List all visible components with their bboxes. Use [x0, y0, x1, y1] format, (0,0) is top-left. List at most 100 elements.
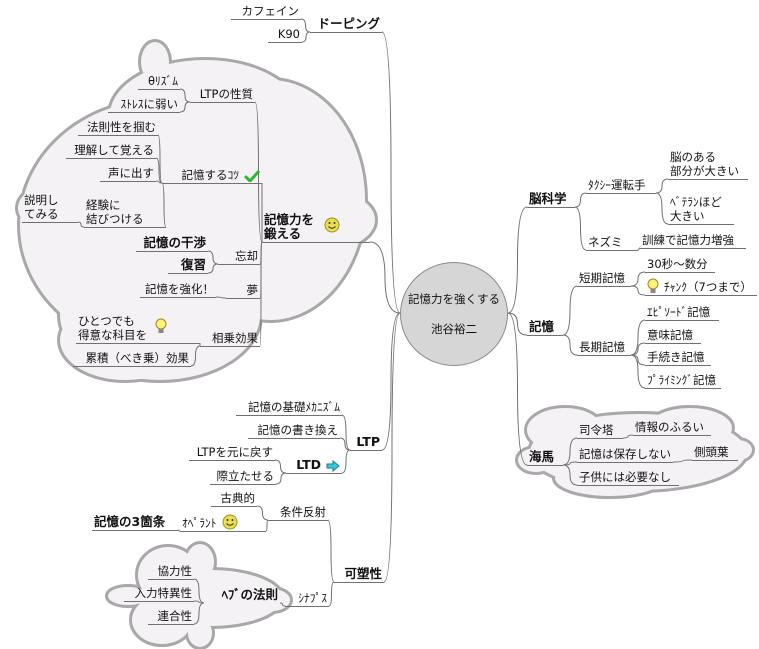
topic-grasp-rules[interactable]: 法則性を掴む [78, 120, 158, 136]
connector-chunk [630, 285, 646, 296]
topic-label: 経験に 結びつける [86, 198, 144, 226]
topic-label: 累積（べき乗）効果 [85, 351, 190, 365]
topic-say-aloud[interactable]: 声に出す [100, 166, 156, 182]
topic-training-boost[interactable]: 訓練で記憶力増強 [640, 233, 746, 249]
topic-label: LTPの性質 [199, 87, 253, 101]
topic-three-rules[interactable]: 記憶の3箇条 [92, 515, 178, 531]
smiley-icon [222, 514, 238, 530]
topic-basic-mechanism[interactable]: 記憶の基礎ﾒｶﾆｽﾞﾑ [236, 400, 342, 416]
connector-assoc [193, 602, 205, 625]
topic-one-subject[interactable]: ひとつでも 得意な科目を [76, 313, 200, 344]
connector-three [177, 529, 181, 532]
topic-input-specificity[interactable]: 入力特異性 [124, 586, 194, 602]
topic-does-not-store[interactable]: 記憶は保存しない [577, 447, 673, 463]
topic-label: ﾁｬﾝｸ（7つまで） [664, 280, 752, 294]
topic-procedural[interactable]: 手続き記憶 [645, 350, 711, 366]
topic-hippocampus[interactable]: 海馬 [527, 450, 563, 466]
topic-synapse[interactable]: ｼﾅﾌﾟｽ [285, 591, 329, 607]
topic-label: 記憶の干渉 [143, 235, 206, 250]
topic-dream[interactable]: 夢 [226, 283, 260, 299]
topic-review[interactable]: 復習 [168, 258, 208, 274]
connector-hippo [507, 312, 528, 466]
topic-label: 復習 [180, 257, 206, 272]
topic-interference[interactable]: 記憶の干渉 [136, 236, 208, 252]
topic-synergy[interactable]: 相乗効果 [200, 331, 260, 347]
topic-memory[interactable]: 記憶 [527, 320, 563, 336]
topic-ltp[interactable]: LTP [350, 435, 382, 451]
topic-label: 連合性 [157, 609, 193, 623]
topic-k90[interactable]: K90 [268, 27, 302, 43]
topic-cumulative[interactable]: 累積（べき乗）効果 [73, 351, 191, 367]
connector-ltd [341, 449, 351, 474]
topic-semantic[interactable]: 意味記憶 [645, 328, 701, 344]
topic-reset-ltp[interactable]: LTPを元に戻す [189, 445, 275, 461]
topic-temporal-lobe[interactable]: 側頭葉 [692, 445, 738, 461]
topic-stand-out[interactable]: 際立たせる [210, 469, 276, 485]
topic-label: 忘却 [235, 249, 258, 263]
topic-information-filter[interactable]: 情報のふるい [633, 420, 711, 436]
topic-hebb-rule[interactable]: ﾍﾌﾞの法則 [204, 588, 280, 604]
topic-brain-science[interactable]: 脳科学 [527, 192, 575, 208]
topic-conditioned-reflex[interactable]: 条件反射 [268, 505, 328, 521]
topic-short-term[interactable]: 短期記憶 [577, 271, 631, 287]
boundary-cloud-hippocampus [515, 405, 755, 499]
topic-veteran-larger[interactable]: ﾍﾞﾃﾗﾝほど 大きい [668, 194, 734, 225]
topic-ltp-properties[interactable]: LTPの性質 [190, 87, 255, 103]
topic-label: 説明し てみる [24, 193, 59, 221]
topic-link-experience[interactable]: 経験に 結びつける [84, 197, 166, 228]
topic-operant[interactable]: ｵﾍﾟﾗﾝﾄ [180, 514, 266, 532]
connector-epi [630, 319, 646, 356]
topic-not-needed-children[interactable]: 子供には必要なし [577, 470, 679, 486]
topic-cooperativity[interactable]: 協力性 [148, 564, 194, 580]
topic-label: 長期記憶 [579, 340, 625, 354]
connector-lines [77, 18, 693, 625]
topic-label: 際立たせる [216, 469, 275, 483]
topic-part-larger[interactable]: 脳のある 部分が大きい [668, 149, 748, 180]
topic-doping[interactable]: ドーピング [310, 17, 382, 33]
topic-label: ﾍﾌﾞの法則 [221, 587, 278, 602]
topic-associativity[interactable]: 連合性 [148, 609, 194, 625]
topic-train-memory[interactable]: 記憶力を 鍛える [262, 212, 370, 243]
connector-cond [327, 519, 335, 583]
topic-label: LTPを元に戻す [196, 445, 273, 459]
topic-label: 司令塔 [579, 423, 614, 437]
topic-stress[interactable]: ｽﾄﾚｽに弱い [108, 97, 180, 113]
arrow-right-icon [326, 460, 340, 472]
topic-label: 協力性 [157, 564, 193, 578]
topic-classical[interactable]: 古典的 [211, 491, 257, 507]
topic-plasticity[interactable]: 可塑性 [334, 567, 384, 583]
connector-mech [341, 414, 351, 451]
central-topic[interactable]: 記憶力を強くする 池谷裕二 [400, 262, 508, 366]
topic-label: ひとつでも 得意な科目を [78, 314, 147, 342]
topic-forgetting[interactable]: 忘却 [218, 249, 260, 265]
boundary-cloud-hebb [105, 541, 293, 649]
connector-veteran [655, 192, 669, 225]
connector-sec [630, 271, 646, 287]
topic-label: LTP [356, 434, 380, 449]
topic-episodic[interactable]: ｴﾋﾟｿｰﾄﾞ記憶 [645, 305, 719, 321]
topic-long-term[interactable]: 長期記憶 [577, 340, 631, 356]
connector-hebb [279, 602, 286, 607]
topic-caffeine[interactable]: カフェイン [231, 4, 301, 20]
topic-priming[interactable]: ﾌﾟﾗｲﾐﾝｸﾞ記憶 [645, 373, 721, 389]
topic-label: 法則性を掴む [87, 120, 156, 134]
topic-label: 記憶を強化！ [145, 282, 214, 296]
topic-understand[interactable]: 理解して覚える [66, 143, 156, 159]
topic-label: カフェイン [241, 4, 300, 18]
topic-taxi-driver[interactable]: ﾀｸｼｰ運転手 [586, 178, 656, 194]
topic-chunk[interactable]: ﾁｬﾝｸ（7つまで） [645, 278, 757, 296]
topic-label: 子供には必要なし [579, 470, 671, 484]
topic-seconds-minutes[interactable]: 30秒～数分 [645, 257, 715, 273]
topic-explain[interactable]: 説明し てみる [22, 192, 78, 223]
topic-theta-rhythm[interactable]: θﾘｽﾞﾑ [138, 74, 180, 90]
topic-ltd[interactable]: LTD [286, 458, 342, 474]
topic-label: ネズミ [588, 235, 623, 249]
topic-control-tower[interactable]: 司令塔 [577, 423, 623, 439]
topic-rewrite[interactable]: 記憶の書き換え [248, 423, 340, 439]
topic-strengthen[interactable]: 記憶を強化！ [140, 282, 216, 298]
connector-experience [161, 182, 167, 228]
topic-memory-tips[interactable]: 記憶するｺﾂ [162, 168, 262, 184]
topic-mouse[interactable]: ネズミ [586, 235, 638, 251]
connector-train [369, 241, 401, 314]
